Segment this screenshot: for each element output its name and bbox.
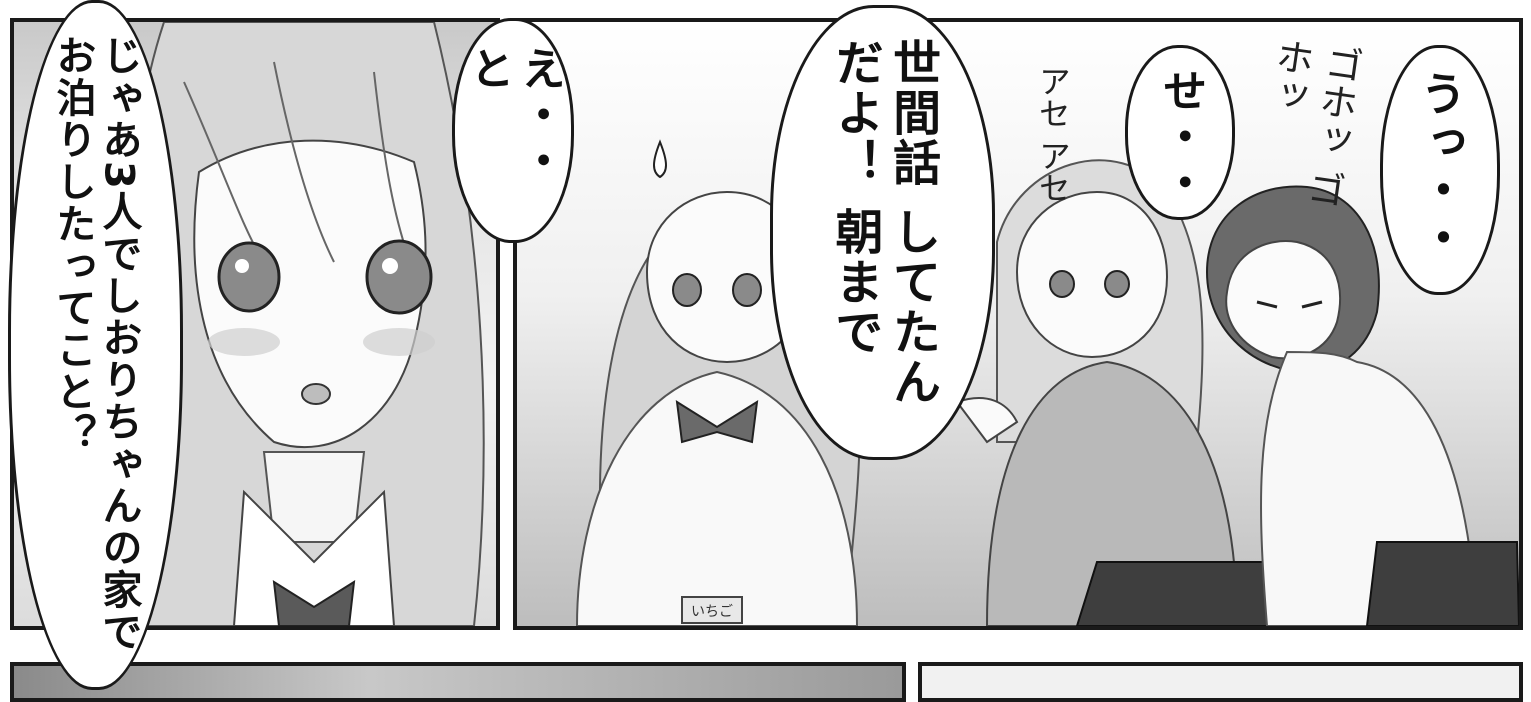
speech-bubble-chatted: 世間話 してたんだよ！ 朝まで [770,5,995,460]
panel-bottom-left [10,662,906,702]
speech-text-question: じゃあ3人でしおりちゃんの家でお泊りしたってこと？ [49,35,142,653]
sfx-ase: アセ アセ [1033,65,1072,204]
speech-bubble-u: うっ・・ [1380,45,1500,295]
speech-text-u: うっ・・ [1413,70,1468,262]
panel-three-girls: いちご [513,18,1523,630]
closeup-girl-art [123,22,485,626]
speech-text-chatted: 世間話 してたんだよ！ 朝まで [826,37,941,407]
speech-bubble-question: じゃあ3人でしおりちゃんの家でお泊りしたってこと？ [8,0,183,690]
speech-text-hesitate: え・・と [463,45,565,184]
speech-text-se: せ・・ [1155,67,1207,206]
lunchbox-tag: いちご [691,604,733,620]
speech-bubble-hesitate: え・・と [452,18,574,243]
speech-bubble-se: せ・・ [1125,45,1235,220]
three-girls-art: いちご [575,139,1519,626]
panel-bottom-right [918,662,1523,702]
